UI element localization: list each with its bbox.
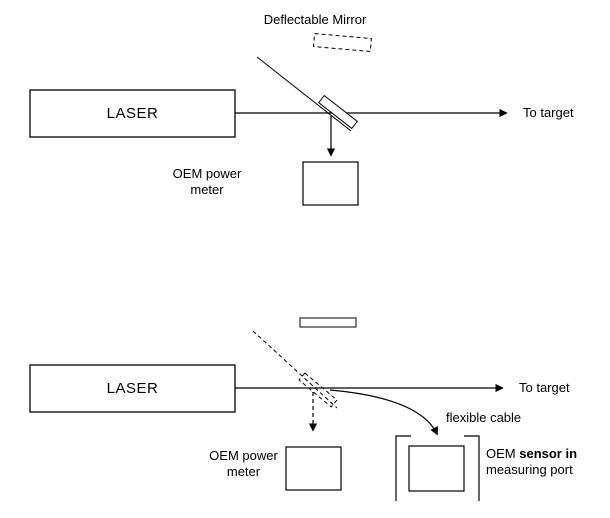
oem-power-meter-label-top-line2: meter [190, 182, 224, 197]
mirror-dashed-position-icon [312, 33, 372, 53]
measuring-port-bracket-left [395, 435, 411, 501]
deflectable-mirror-label: Deflectable Mirror [263, 12, 367, 27]
oem-sensor-box [408, 445, 465, 492]
laser-box-bottom [29, 364, 236, 413]
oem-sensor-label-line1: OEM sensor in [486, 446, 596, 462]
laser-box-top [29, 89, 236, 138]
measuring-port-bracket-right [464, 435, 480, 501]
mirror-retracted-icon [299, 317, 357, 328]
oem-power-meter-label-bottom-line1: OEM power [209, 448, 278, 463]
power-meter-box-bottom [285, 446, 342, 491]
oem-sensor-label: OEM sensor in measuring port [486, 446, 596, 478]
oem-power-meter-label-bottom-line2: meter [226, 464, 261, 479]
oem-sensor-label-line2: measuring port [486, 462, 573, 477]
oem-sensor-label-prefix: OEM [486, 446, 520, 461]
flexible-cable-curve [329, 389, 438, 436]
oem-power-meter-label-top-line1: OEM power [172, 166, 242, 181]
deflectable-mirror-icon [317, 94, 359, 130]
oem-sensor-label-bold: sensor in [519, 446, 578, 461]
to-target-label-top: To target [523, 105, 574, 120]
to-target-label-bottom: To target [519, 380, 570, 395]
laser-label-bottom: LASER [106, 380, 159, 397]
power-meter-box-top [302, 161, 359, 206]
mirror-dashed-outline-bottom [298, 372, 338, 408]
mirror-mount-line-bottom [252, 330, 338, 409]
oem-power-meter-label-bottom: OEM power meter [196, 448, 291, 480]
laser-label-top: LASER [106, 105, 159, 122]
flexible-cable-label: flexible cable [446, 410, 522, 425]
mirror-mount-line-top [256, 56, 352, 132]
oem-power-meter-label-top: OEM power meter [157, 166, 257, 198]
